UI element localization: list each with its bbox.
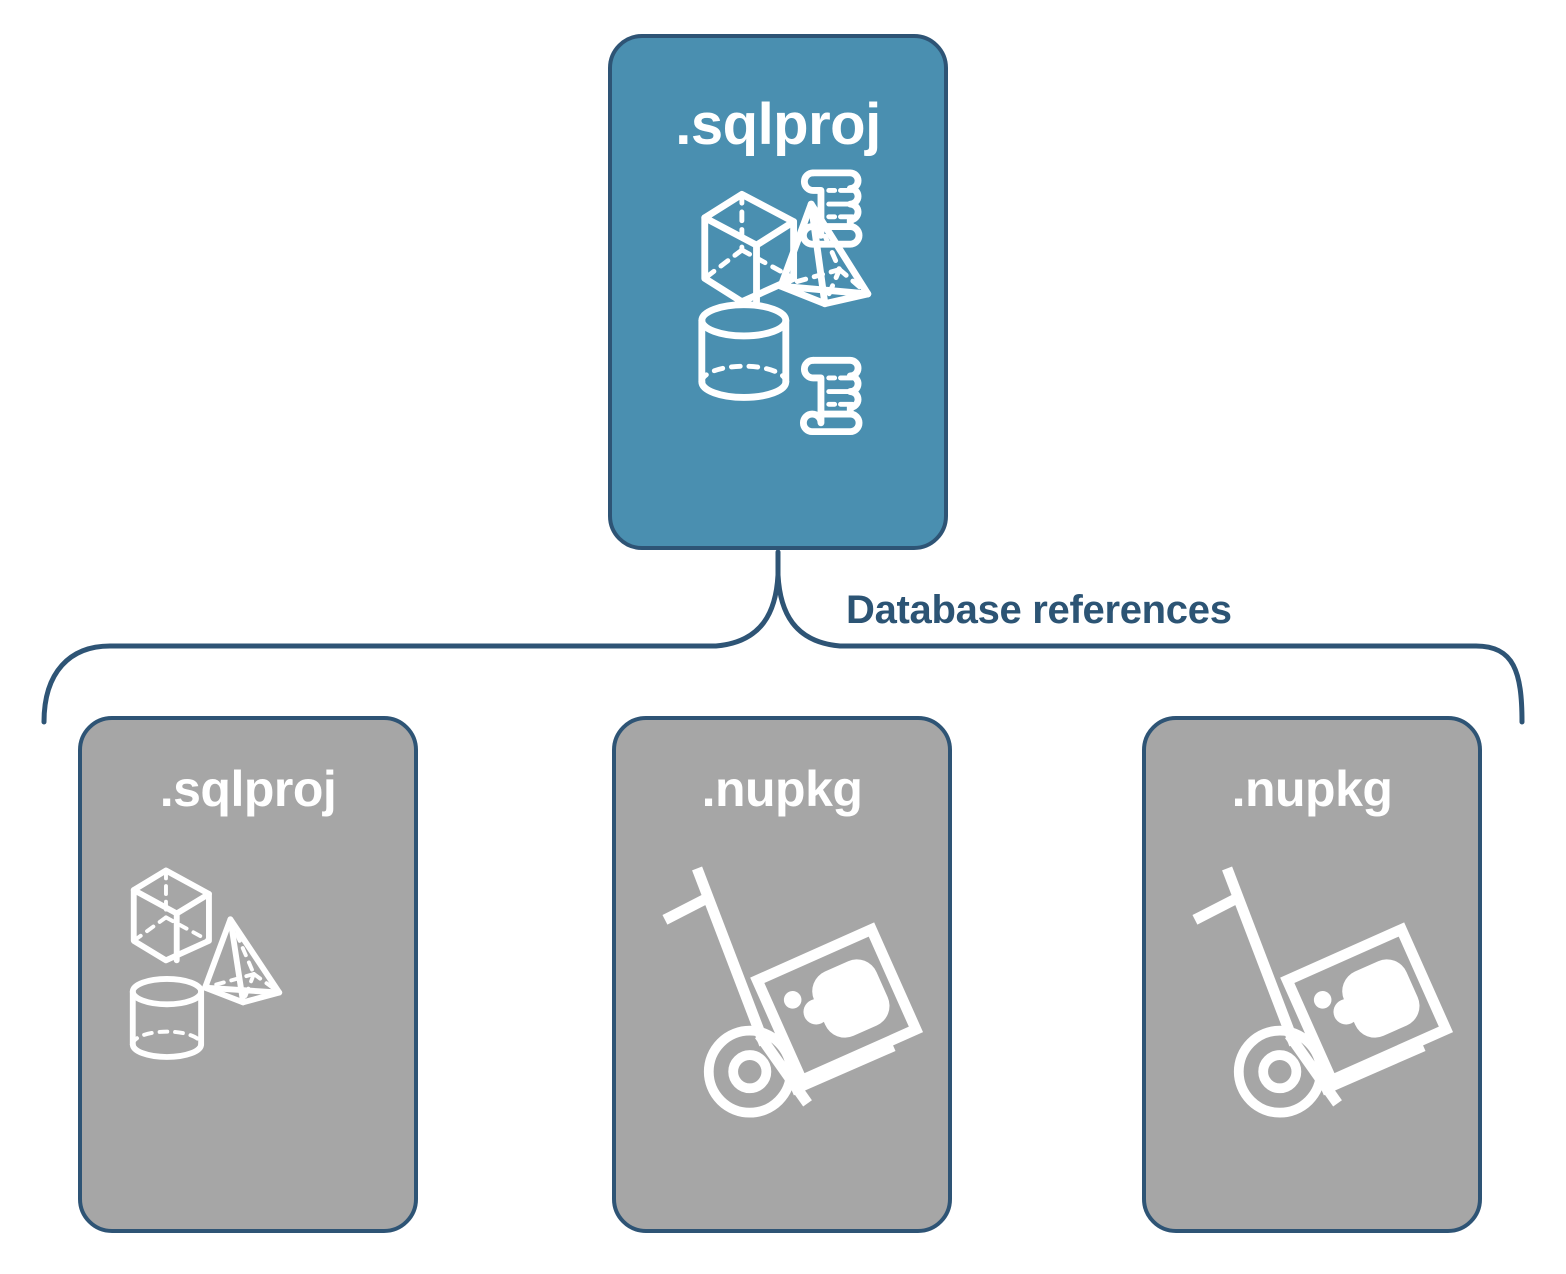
cube-icon bbox=[701, 190, 798, 306]
cube-icon bbox=[130, 867, 212, 964]
node-root-title: .sqlproj bbox=[675, 92, 881, 157]
node-reference-nupkg-1-title: .nupkg bbox=[701, 761, 863, 817]
nuget-package-icon bbox=[750, 922, 924, 1088]
pyramid-icon bbox=[202, 916, 283, 1006]
cylinder-icon bbox=[129, 975, 205, 1060]
node-reference-nupkg-2-title: .nupkg bbox=[1231, 761, 1393, 817]
scroll-icon bbox=[800, 169, 863, 248]
nuget-package-icon bbox=[1280, 922, 1454, 1088]
node-reference-sqlproj-title: .sqlproj bbox=[159, 761, 337, 817]
brace-left-arm bbox=[41, 572, 781, 725]
node-reference-sqlproj[interactable]: .sqlproj bbox=[78, 716, 418, 1233]
pyramid-icon bbox=[777, 200, 872, 308]
node-root-sqlproj[interactable]: .sqlproj bbox=[608, 34, 948, 550]
hand-truck-icon bbox=[1192, 866, 1454, 1118]
node-reference-nupkg-2[interactable]: .nupkg bbox=[1142, 716, 1482, 1233]
wheel-icon bbox=[703, 1025, 796, 1118]
cylinder-icon bbox=[698, 301, 790, 401]
wheel-icon bbox=[1233, 1025, 1326, 1118]
brace-label: Database references bbox=[846, 588, 1232, 632]
hand-truck-icon bbox=[662, 866, 924, 1118]
scroll-icon bbox=[800, 356, 863, 436]
node-reference-nupkg-1[interactable]: .nupkg bbox=[612, 716, 952, 1233]
